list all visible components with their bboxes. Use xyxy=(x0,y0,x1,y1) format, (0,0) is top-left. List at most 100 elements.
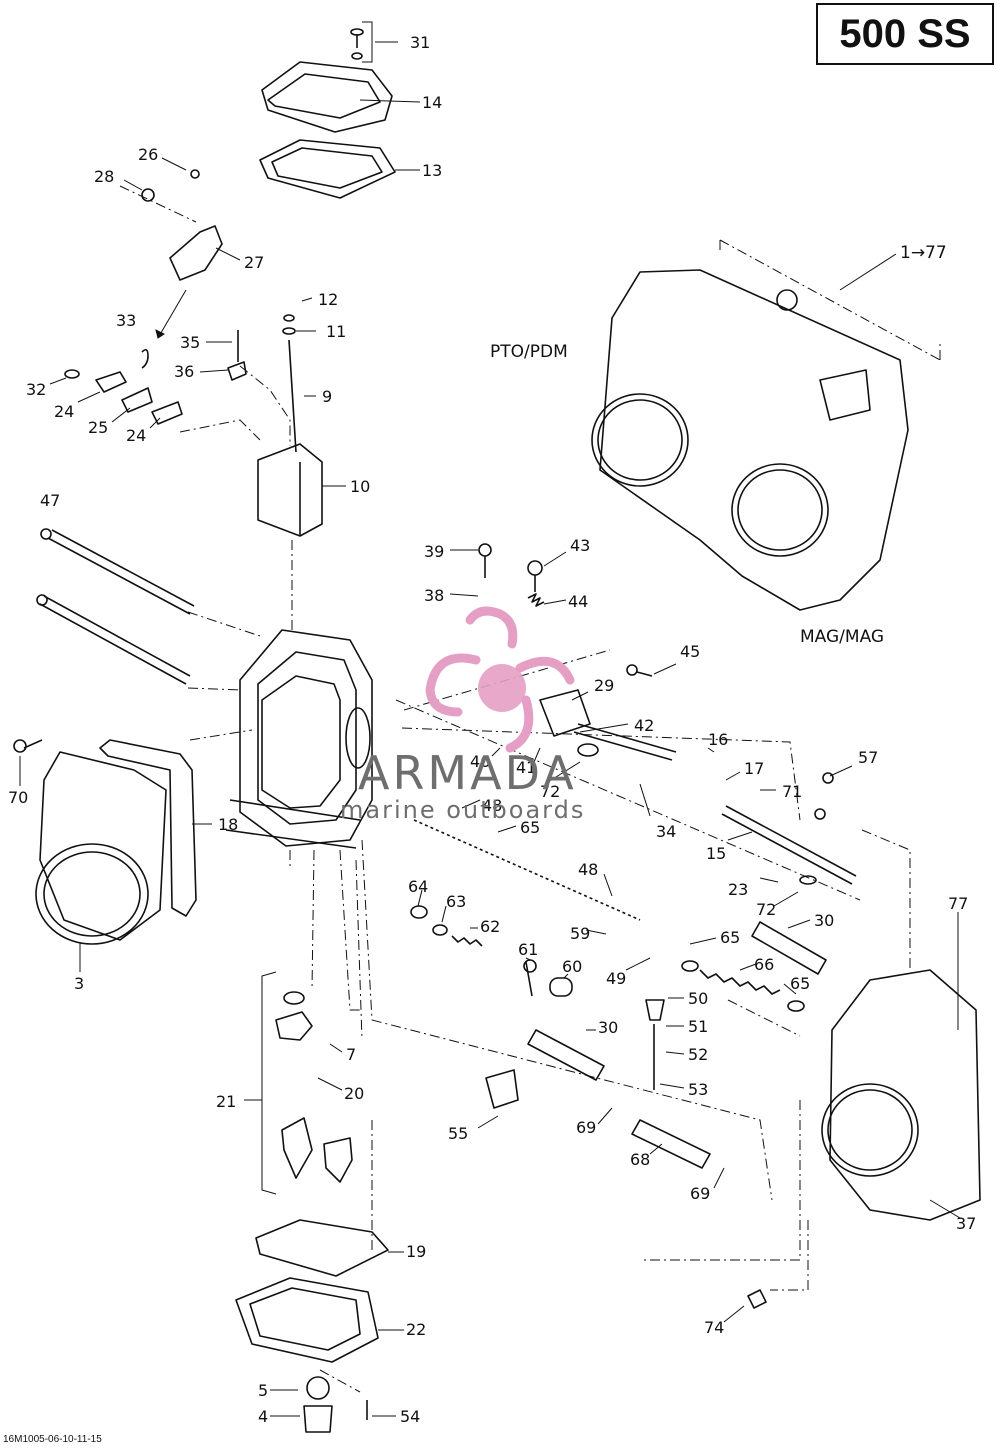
callout-15: 15 xyxy=(706,844,726,863)
callout-20: 20 xyxy=(344,1084,364,1103)
callout-5: 5 xyxy=(258,1381,268,1400)
callout-30b: 30 xyxy=(598,1018,618,1037)
callout-12: 12 xyxy=(318,290,338,309)
callout-70: 70 xyxy=(8,788,28,807)
callout-68: 68 xyxy=(630,1150,650,1169)
shaft-parts xyxy=(413,723,857,1169)
partial-carburetor-assembly xyxy=(821,969,981,1221)
callout-32: 32 xyxy=(26,380,46,399)
callout-34: 34 xyxy=(656,822,676,841)
callout-64: 64 xyxy=(408,877,428,896)
callout-69b: 69 xyxy=(690,1184,710,1203)
needle-part-9 xyxy=(282,314,297,453)
callout-46: 46 xyxy=(470,752,490,771)
complete-carburetor-assembly xyxy=(591,269,909,611)
callout-54: 54 xyxy=(400,1407,420,1426)
callout-61: 61 xyxy=(518,940,538,959)
callout-69: 69 xyxy=(576,1118,596,1137)
callout-22: 22 xyxy=(406,1320,426,1339)
callout-55: 55 xyxy=(448,1124,468,1143)
callout-19: 19 xyxy=(406,1242,426,1261)
armada-squid-logo-icon xyxy=(425,606,575,753)
callout-60: 60 xyxy=(562,957,582,976)
pto-label: PTO/PDM xyxy=(490,342,568,362)
callout-47: 47 xyxy=(40,491,60,510)
callout-72b: 72 xyxy=(756,900,776,919)
callout-42: 42 xyxy=(634,716,654,735)
callout-44: 44 xyxy=(568,592,588,611)
callout-30: 30 xyxy=(814,911,834,930)
callout-17: 17 xyxy=(744,759,764,778)
callout-21: 21 xyxy=(216,1092,236,1111)
callout-24: 24 xyxy=(54,402,74,421)
callout-72: 72 xyxy=(540,782,560,801)
assembly-range-label: 1→77 xyxy=(900,243,947,263)
callout-48b: 48 xyxy=(578,860,598,879)
callout-65: 65 xyxy=(520,818,540,837)
bolt-part-47 xyxy=(36,528,195,685)
carburetor-body xyxy=(225,629,373,849)
gasket-part-18 xyxy=(99,739,197,917)
model-title: 500 SS xyxy=(816,3,994,65)
callout-65b: 65 xyxy=(720,928,740,947)
callout-52: 52 xyxy=(688,1045,708,1064)
callout-51: 51 xyxy=(688,1017,708,1036)
callout-28: 28 xyxy=(94,167,114,186)
screw-part-31 xyxy=(350,28,364,60)
watermark: ARMADA marine outboards xyxy=(340,746,585,824)
gasket-part-19 xyxy=(255,1219,389,1277)
watermark-tagline: marine outboards xyxy=(340,796,586,824)
callout-53: 53 xyxy=(688,1080,708,1099)
spring-parts xyxy=(451,593,781,995)
linkage-parts xyxy=(64,330,247,425)
callout-3: 3 xyxy=(74,974,84,993)
callout-63: 63 xyxy=(446,892,466,911)
cover-part-14 xyxy=(261,61,393,133)
callout-35: 35 xyxy=(180,333,200,352)
callout-41: 41 xyxy=(516,758,536,777)
callout-48: 48 xyxy=(482,796,502,815)
callout-57: 57 xyxy=(858,748,878,767)
callout-38: 38 xyxy=(424,586,444,605)
intake-part-3 xyxy=(35,751,167,945)
callout-50: 50 xyxy=(688,989,708,1008)
callout-43: 43 xyxy=(570,536,590,555)
callout-36: 36 xyxy=(174,362,194,381)
callout-27: 27 xyxy=(244,253,264,272)
callout-16: 16 xyxy=(708,730,728,749)
bracket-part-27 xyxy=(141,169,223,281)
callout-37: 37 xyxy=(956,1214,976,1233)
callout-18: 18 xyxy=(218,815,238,834)
callout-24b: 24 xyxy=(126,426,146,445)
callout-7: 7 xyxy=(346,1045,356,1064)
watermark-brand: ARMADA xyxy=(358,746,577,800)
callout-10: 10 xyxy=(350,477,370,496)
callout-11: 11 xyxy=(326,322,346,341)
mag-label: MAG/MAG xyxy=(800,627,885,647)
callout-65c: 65 xyxy=(790,974,810,993)
callout-66: 66 xyxy=(754,955,774,974)
callout-4: 4 xyxy=(258,1407,268,1426)
slide-part-10 xyxy=(257,443,323,537)
callout-77: 77 xyxy=(948,894,968,913)
callout-26: 26 xyxy=(138,145,158,164)
callout-14: 14 xyxy=(422,93,442,112)
callout-33: 33 xyxy=(116,311,136,330)
callout-71: 71 xyxy=(782,782,802,801)
callout-13: 13 xyxy=(422,161,442,180)
callout-49: 49 xyxy=(606,969,626,988)
callout-25: 25 xyxy=(88,418,108,437)
callout-31: 31 xyxy=(410,33,430,52)
callout-62: 62 xyxy=(480,917,500,936)
callout-59: 59 xyxy=(570,924,590,943)
reference-code: 16M1005-06-10-11-15 xyxy=(3,1434,102,1445)
callout-74: 74 xyxy=(704,1318,724,1337)
bowl-part-22 xyxy=(235,1277,379,1433)
callout-29: 29 xyxy=(594,676,614,695)
callout-numbers: 31 14 13 26 28 27 33 35 12 11 36 32 24 2… xyxy=(8,33,976,1426)
callout-45: 45 xyxy=(680,642,700,661)
callout-9: 9 xyxy=(322,387,332,406)
gasket-part-13 xyxy=(259,139,396,199)
float-assembly-21 xyxy=(275,991,353,1183)
